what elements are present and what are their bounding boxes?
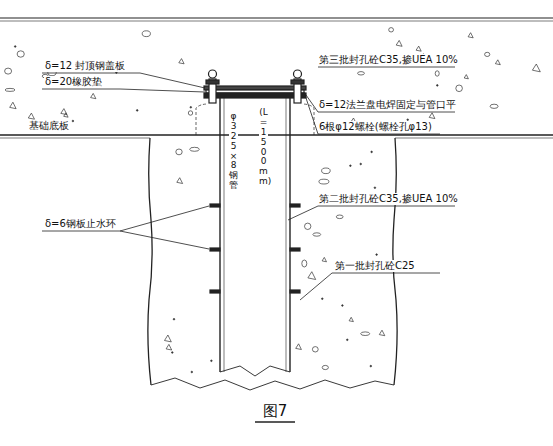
plate-label: δ=12 封顶钢盖板: [44, 60, 126, 72]
pipe-label: φ325×8钢管: [229, 112, 238, 191]
pipe-length: (L=1500mm): [259, 108, 268, 187]
pad-label: δ=20橡胶垫: [44, 76, 103, 88]
concrete-label: 第三批封孔砼C35,掺UEA 10%: [318, 54, 459, 66]
waterstop-label: δ=6钢板止水环: [44, 218, 117, 230]
bolt-label: 6根φ12螺栓(螺栓孔φ13): [318, 121, 433, 133]
flange-label: δ=12法兰盘电焊固定与管口平: [318, 99, 457, 111]
figure-caption: 图7: [263, 402, 288, 420]
slab-label: 基础底板: [28, 120, 70, 132]
concrete-label: 第一批封孔砼C25: [334, 260, 416, 272]
concrete-label: 第二批封孔砼C35,掺UEA 10%: [318, 193, 459, 205]
